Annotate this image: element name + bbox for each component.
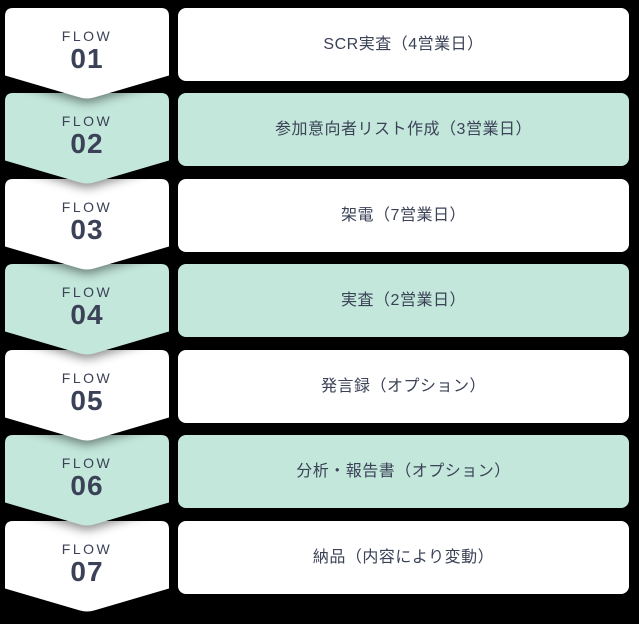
flow-step-marker: FLOW 03 (5, 179, 169, 271)
chevron-down-shape (5, 179, 169, 270)
flow-step-marker: FLOW 01 (5, 8, 169, 100)
flow-word: FLOW (61, 113, 113, 130)
flow-word: FLOW (61, 370, 113, 387)
flow-word: FLOW (61, 199, 113, 216)
chevron-down-shape (5, 350, 169, 441)
flow-step-heading: FLOW 04 (5, 264, 169, 335)
flow-step-marker: FLOW 04 (5, 264, 169, 356)
flow-row: FLOW 06 分析・報告書（オプション） (0, 435, 639, 526)
flow-step-label: 架電（7営業日） (341, 206, 466, 224)
flow-word: FLOW (61, 284, 113, 301)
chevron-down-shape (5, 521, 169, 612)
flow-number: 03 (70, 214, 104, 246)
flow-number: 05 (70, 385, 104, 417)
flow-word: FLOW (61, 455, 113, 472)
flow-number: 07 (70, 556, 104, 588)
flow-row: FLOW 04 実査（2営業日） (0, 264, 639, 355)
flow-number: 02 (70, 128, 104, 160)
flow-row: FLOW 05 発言録（オプション） (0, 350, 639, 441)
flow-step-label: 参加意向者リスト作成（3営業日） (275, 120, 532, 138)
flow-row: FLOW 07 納品（内容により変動） (0, 521, 639, 612)
flow-step-label: 実査（2営業日） (341, 291, 466, 309)
flow-row: FLOW 03 架電（7営業日） (0, 179, 639, 270)
flow-row: FLOW 01 SCR実査（4営業日） (0, 8, 639, 99)
flow-number: 06 (70, 470, 104, 502)
flow-word: FLOW (61, 541, 113, 558)
chevron-down-shape (5, 264, 169, 355)
flow-step-heading: FLOW 05 (5, 350, 169, 421)
flow-step-label: 発言録（オプション） (320, 377, 486, 395)
flow-step-heading: FLOW 07 (5, 521, 169, 592)
flow-step-box: 実査（2営業日） (178, 264, 629, 337)
chevron-down-shape (5, 435, 169, 526)
flow-step-label: SCR実査（4営業日） (323, 35, 484, 53)
flow-number: 01 (70, 43, 104, 75)
flow-step-box: 架電（7営業日） (178, 179, 629, 252)
flow-step-box: 発言録（オプション） (178, 350, 629, 423)
flow-step-marker: FLOW 06 (5, 435, 169, 527)
flow-step-box: 参加意向者リスト作成（3営業日） (178, 93, 629, 166)
flow-step-box: 納品（内容により変動） (178, 521, 629, 594)
chevron-down-shape (5, 93, 169, 184)
flow-step-heading: FLOW 01 (5, 8, 169, 79)
flow-step-heading: FLOW 02 (5, 93, 169, 164)
flow-number: 04 (70, 299, 104, 331)
flow-step-marker: FLOW 05 (5, 350, 169, 442)
flow-step-box: 分析・報告書（オプション） (178, 435, 629, 508)
flow-step-heading: FLOW 06 (5, 435, 169, 506)
flow-step-marker: FLOW 07 (5, 521, 169, 613)
flow-step-box: SCR実査（4営業日） (178, 8, 629, 81)
flow-word: FLOW (61, 28, 113, 45)
flow-step-label: 納品（内容により変動） (312, 548, 495, 566)
chevron-down-shape (5, 8, 169, 99)
flow-step-heading: FLOW 03 (5, 179, 169, 250)
flow-step-marker: FLOW 02 (5, 93, 169, 185)
flow-step-label: 分析・報告書（オプション） (296, 462, 511, 480)
flow-row: FLOW 02 参加意向者リスト作成（3営業日） (0, 93, 639, 184)
